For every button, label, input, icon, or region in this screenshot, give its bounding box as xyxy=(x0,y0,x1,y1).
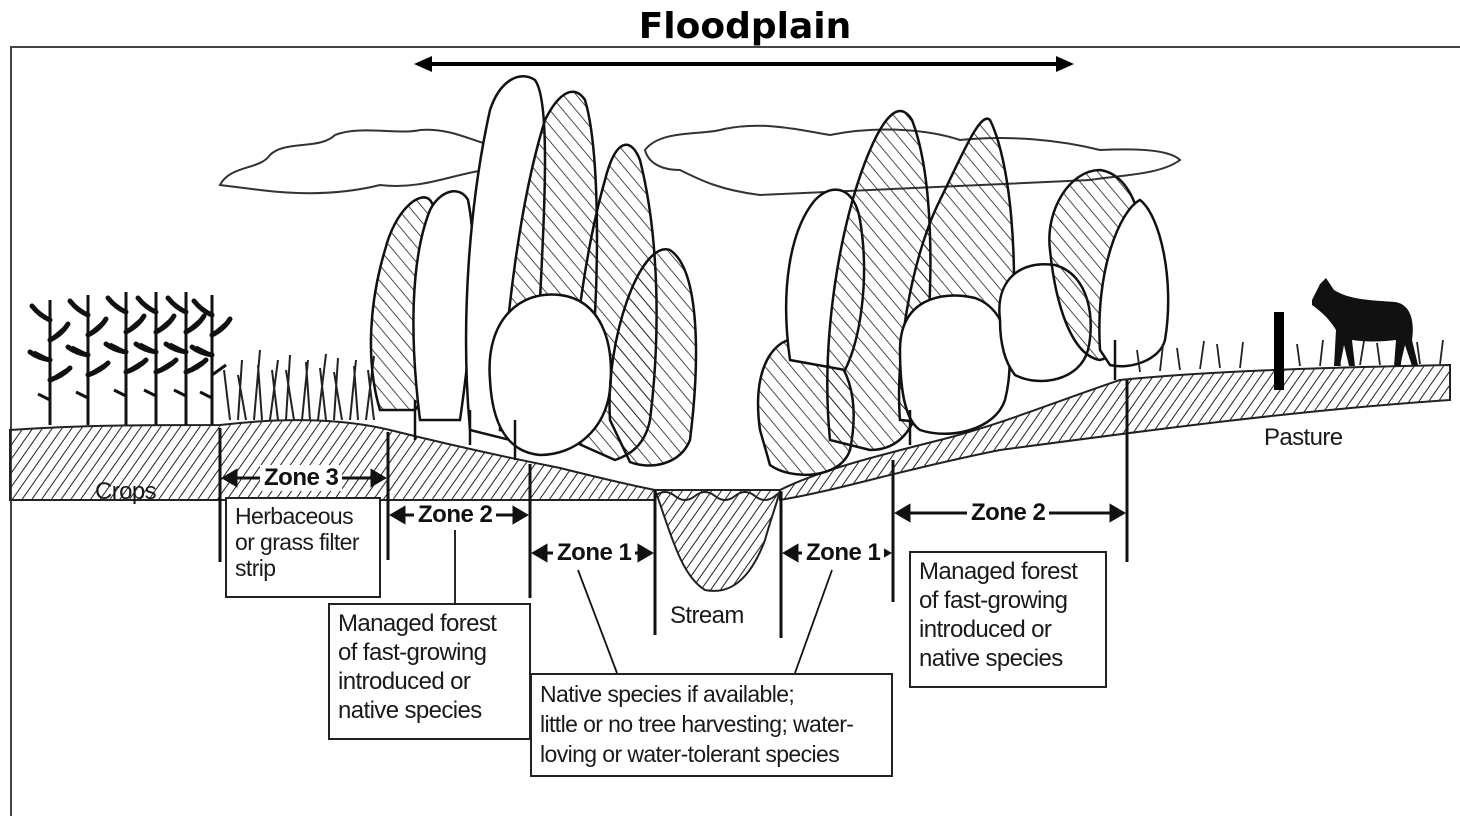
floodplain-arrowhead-left xyxy=(414,56,432,72)
zone-2-right-desc-line: of fast-growing xyxy=(919,586,1097,615)
stream-label: Stream xyxy=(670,602,744,629)
zone-1-desc-line: loving or water-tolerant species xyxy=(540,739,883,769)
grass-strip xyxy=(224,350,374,420)
zone-2-left-label: Zone 2 xyxy=(414,502,496,528)
zone-2-left-description: Managed forest of fast-growing introduce… xyxy=(328,603,531,740)
cloud-left xyxy=(220,130,490,194)
zone-2-left-desc-line: of fast-growing xyxy=(338,638,521,667)
zone-1-description: Native species if available; little or n… xyxy=(530,673,893,777)
zone-3-description: Herbaceous or grass filter strip xyxy=(225,497,381,598)
crops-plants xyxy=(34,292,226,425)
stream-channel xyxy=(655,490,780,591)
zone-3-desc-line: strip xyxy=(235,555,371,581)
zone-2-left-desc-line: introduced or xyxy=(338,667,521,696)
floodplain-arrowhead-right xyxy=(1056,56,1074,72)
zone-1-left-label: Zone 1 xyxy=(553,540,635,566)
floodplain-title: Floodplain xyxy=(0,6,1460,47)
zone-2-left-desc-line: Managed forest xyxy=(338,609,521,638)
pasture-label: Pasture xyxy=(1264,424,1343,451)
zone-2-left-desc-line: native species xyxy=(338,696,521,725)
zone-2-right-desc-line: introduced or xyxy=(919,615,1097,644)
zone-2-right-desc-line: native species xyxy=(919,644,1097,673)
zone-1-right-label: Zone 1 xyxy=(802,540,884,566)
zone-2-right-description: Managed forest of fast-growing introduce… xyxy=(909,551,1107,688)
zone-2-right-label: Zone 2 xyxy=(967,500,1049,526)
zone-1-desc-line: little or no tree harvesting; water- xyxy=(540,709,883,739)
fence-post xyxy=(1274,312,1284,390)
crops-leaves xyxy=(30,298,230,380)
crops-label: Crops xyxy=(95,478,156,505)
zone-2-right-desc-line: Managed forest xyxy=(919,557,1097,586)
zone-3-label: Zone 3 xyxy=(260,465,342,491)
horse-icon xyxy=(1312,278,1418,366)
zone-3-desc-line: or grass filter xyxy=(235,529,371,555)
zone-1-desc-line: Native species if available; xyxy=(540,679,883,709)
zone-3-desc-line: Herbaceous xyxy=(235,503,371,529)
